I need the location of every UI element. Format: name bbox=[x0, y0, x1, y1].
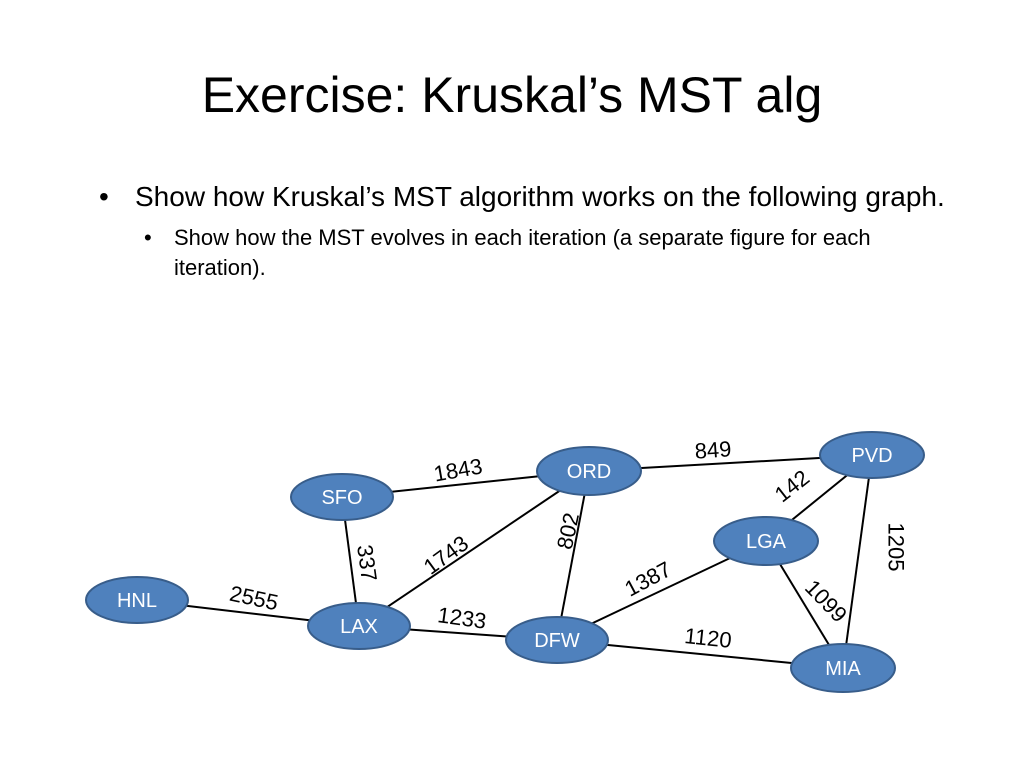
bullet-item-1: • Show how Kruskal’s MST algorithm works… bbox=[95, 178, 965, 215]
node-ellipse bbox=[536, 446, 642, 496]
node-label: HNL bbox=[117, 590, 157, 612]
node-label: SFO bbox=[321, 487, 362, 509]
node-lax: LAX bbox=[307, 602, 411, 650]
node-ellipse bbox=[85, 576, 189, 624]
node-mia: MIA bbox=[790, 643, 896, 693]
edge-weight-label: 1205 bbox=[884, 523, 909, 572]
bullet-text-2: Show how the MST evolves in each iterati… bbox=[174, 225, 871, 280]
node-dfw: DFW bbox=[505, 616, 609, 664]
edge-line bbox=[358, 470, 590, 627]
bullet-item-2: • Show how the MST evolves in each itera… bbox=[140, 223, 965, 283]
node-ellipse bbox=[819, 431, 925, 479]
edge-weight-label: 849 bbox=[694, 436, 732, 464]
nodes-layer: HNL SFO LAX ORD DFW PVD LGA MIA bbox=[85, 431, 925, 693]
node-hnl: HNL bbox=[85, 576, 189, 624]
node-lga: LGA bbox=[713, 516, 819, 566]
edge-pvd-mia: 1205 bbox=[842, 454, 909, 669]
node-ellipse bbox=[790, 643, 896, 693]
node-label: DFW bbox=[534, 630, 580, 652]
edge-weight-label: 1843 bbox=[432, 453, 485, 486]
edge-weight-label: 337 bbox=[352, 543, 382, 583]
edge-ord-dfw: 802 bbox=[552, 470, 590, 641]
slide-title: Exercise: Kruskal’s MST alg bbox=[201, 67, 823, 123]
bullet-dot: • bbox=[99, 181, 109, 212]
node-ellipse bbox=[290, 473, 394, 521]
node-pvd: PVD bbox=[819, 431, 925, 479]
edge-line bbox=[556, 470, 590, 641]
bullet-text-1: Show how Kruskal’s MST algorithm works o… bbox=[135, 181, 945, 212]
node-label: ORD bbox=[567, 461, 611, 483]
edge-weight-label: 802 bbox=[552, 510, 584, 551]
edge-weight-label: 2555 bbox=[227, 581, 280, 616]
edge-weight-label: 1387 bbox=[621, 556, 676, 601]
edge-weight-label: 1743 bbox=[419, 531, 473, 580]
bullet-list: • Show how Kruskal’s MST algorithm works… bbox=[95, 178, 965, 283]
node-label: LAX bbox=[340, 616, 378, 638]
node-sfo: SFO bbox=[290, 473, 394, 521]
edge-weight-label: 1233 bbox=[436, 602, 488, 634]
edge-weight-label: 1120 bbox=[683, 623, 733, 653]
edge-weight-label: 1099 bbox=[800, 575, 852, 628]
node-ellipse bbox=[713, 516, 819, 566]
node-label: LGA bbox=[746, 531, 787, 553]
node-ellipse bbox=[505, 616, 609, 664]
edge-line bbox=[842, 454, 873, 669]
node-label: PVD bbox=[851, 445, 892, 467]
node-ellipse bbox=[307, 602, 411, 650]
node-label: MIA bbox=[825, 658, 861, 680]
node-ord: ORD bbox=[536, 446, 642, 496]
edge-weight-label: 142 bbox=[770, 465, 814, 507]
bullet-dot: • bbox=[144, 225, 152, 250]
